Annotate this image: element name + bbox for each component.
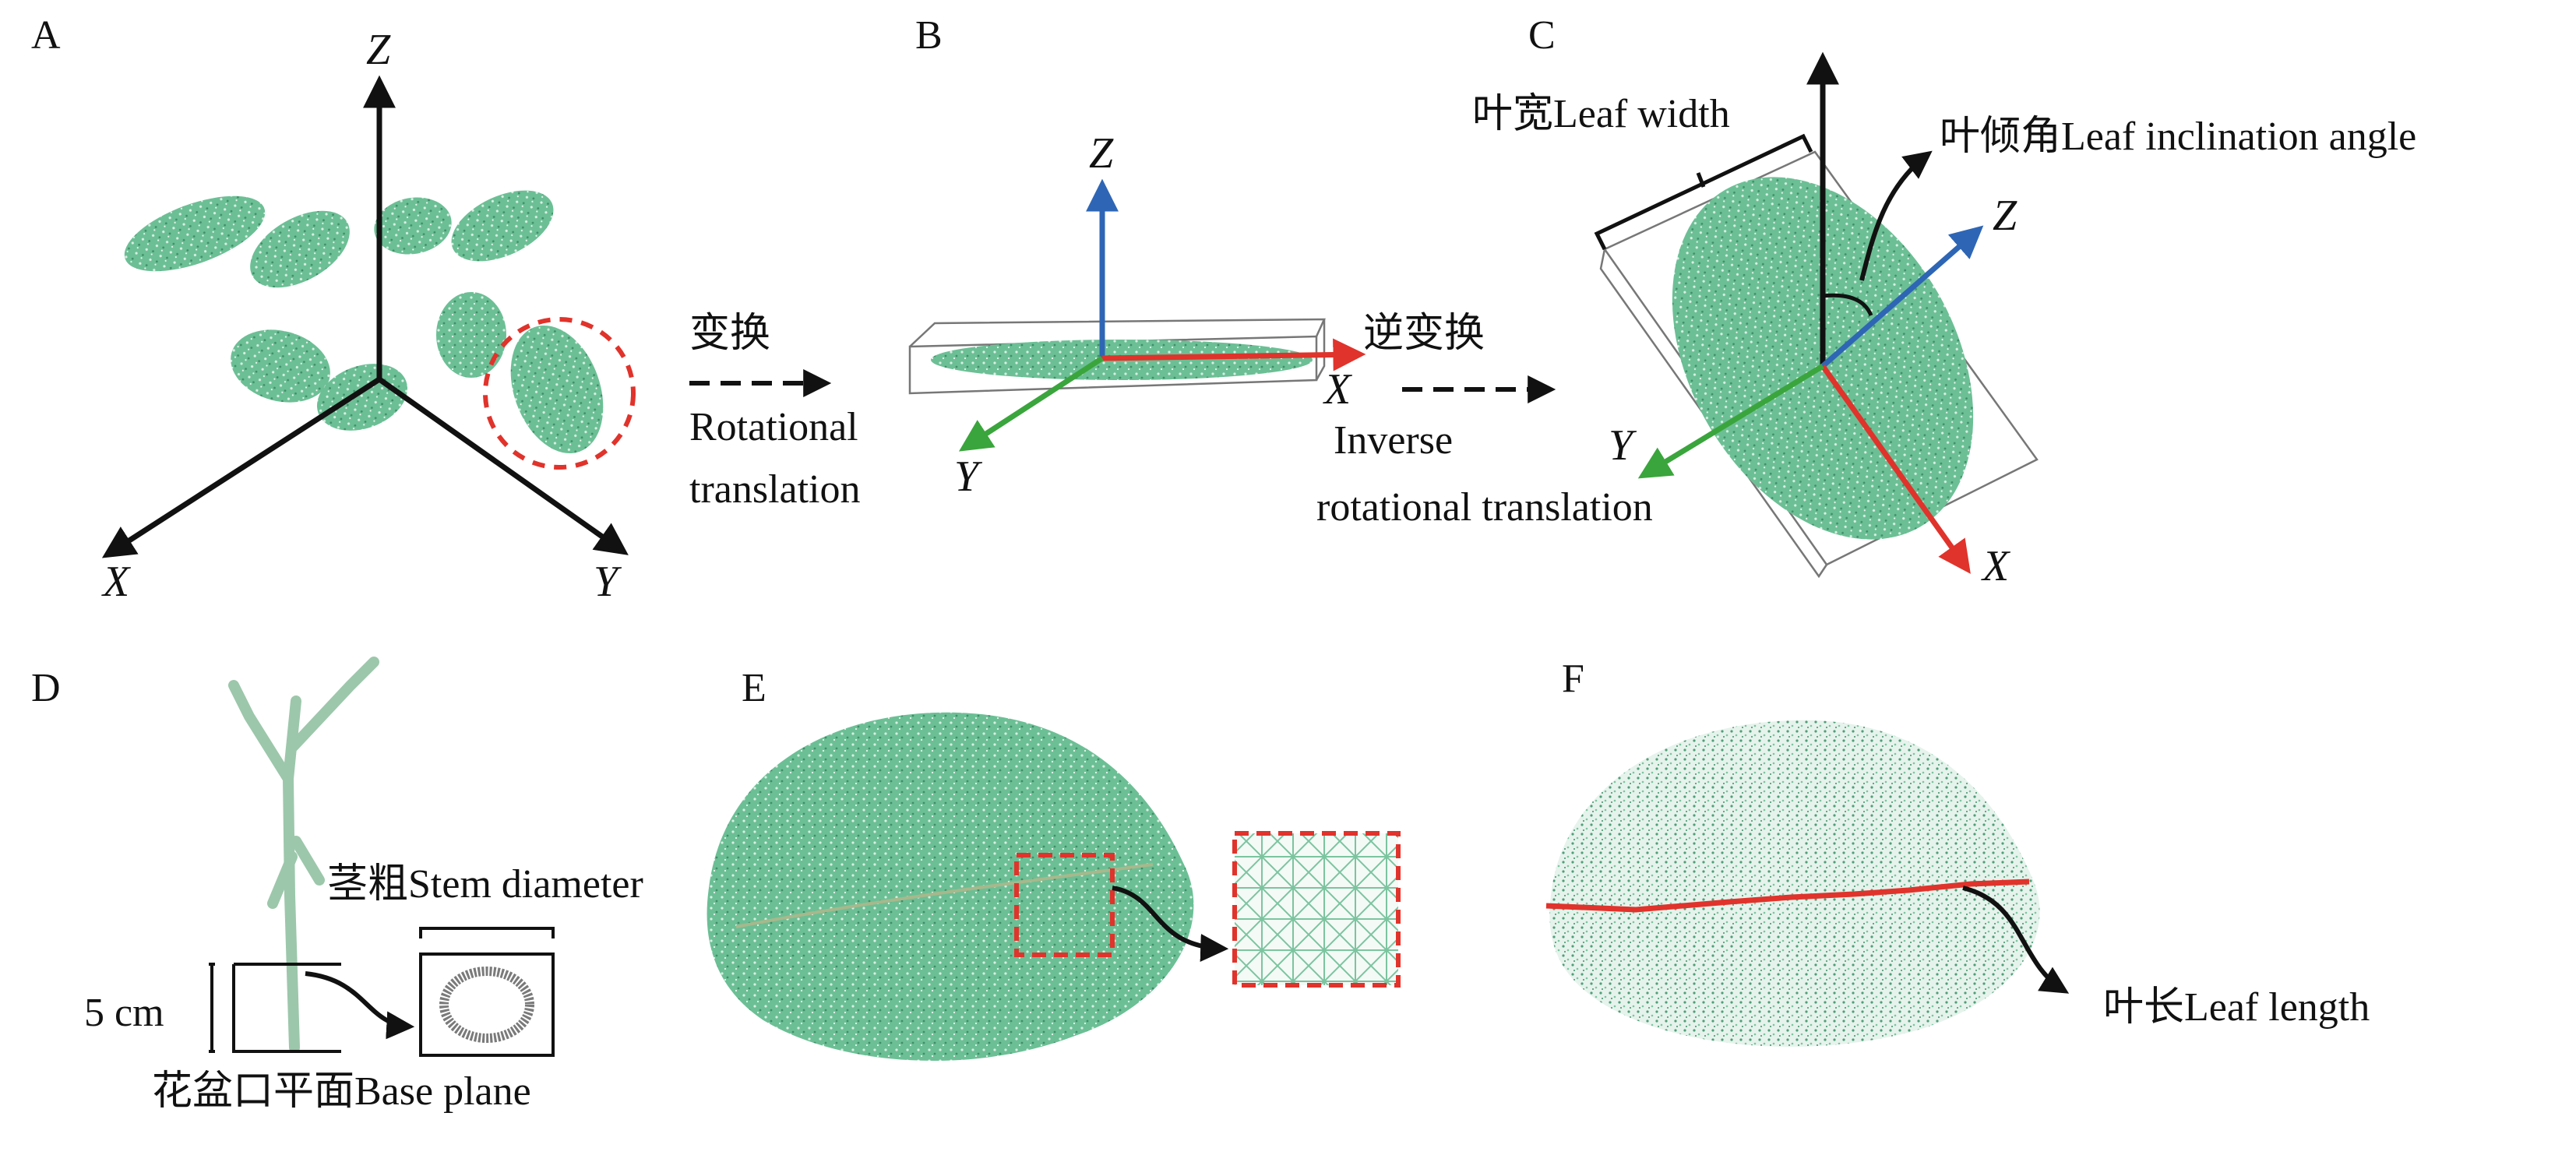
inclination-pointer bbox=[1859, 150, 1933, 281]
leaf-length-pointer bbox=[1962, 886, 2070, 994]
inverse-transform: 逆变换 Inverse rotational translation bbox=[1316, 312, 1653, 530]
leaf bbox=[250, 210, 350, 288]
leaf bbox=[374, 197, 452, 255]
x-axis-label: X bbox=[101, 558, 132, 606]
mesh-selection-box bbox=[1014, 853, 1115, 957]
leaf-length-line bbox=[1545, 879, 2030, 913]
inclination-arc bbox=[1822, 293, 1873, 317]
panel-letter-d: D bbox=[31, 666, 61, 710]
forward-label-cn: 变换 bbox=[689, 312, 770, 356]
panel-letter-b: B bbox=[915, 13, 943, 58]
stem-point-cloud bbox=[228, 657, 379, 1053]
y-axis bbox=[1637, 364, 1824, 479]
selection-circle bbox=[483, 317, 636, 470]
x-axis-label: X bbox=[1981, 542, 2011, 590]
x-axis-label: X bbox=[1323, 365, 1353, 414]
x-axis bbox=[1101, 338, 1366, 372]
x-axis bbox=[101, 377, 381, 558]
mesh-zoom-inset bbox=[1232, 831, 1401, 988]
leaf-inclination-label: 叶倾角Leaf inclination angle bbox=[1940, 114, 2416, 159]
z-axis-label: Z bbox=[1089, 129, 1114, 178]
inverse-label-en-1: Inverse bbox=[1334, 418, 1453, 463]
leaf bbox=[451, 190, 554, 262]
panel-letter-a: A bbox=[31, 13, 61, 58]
panel-f: F 叶长Leaf length bbox=[1545, 657, 2370, 1047]
panel-a: A Z X Y bbox=[31, 13, 636, 606]
plant-point-cloud bbox=[124, 190, 604, 454]
panel-d: D 5 cm 茎粗Stem diameter 花盆口平面Base plane bbox=[31, 657, 643, 1114]
y-axis bbox=[958, 356, 1104, 452]
y-axis-label: Y bbox=[954, 452, 983, 501]
leaf-midrib bbox=[735, 863, 1154, 928]
stem-cross-section bbox=[439, 967, 534, 1043]
forward-label-en-2: translation bbox=[689, 467, 861, 512]
leaf-width-label: 叶宽Leaf width bbox=[1472, 92, 1730, 136]
stem-pointer bbox=[305, 971, 415, 1040]
y-axis bbox=[377, 377, 629, 555]
stem-diameter-label: 茎粗Stem diameter bbox=[327, 862, 643, 907]
base-plane-label: 花盆口平面Base plane bbox=[152, 1069, 531, 1114]
leaf-width-bracket bbox=[1594, 133, 1813, 251]
leaf-point-cloud bbox=[1549, 720, 2040, 1047]
panel-b: B Z X Y bbox=[908, 13, 1366, 501]
inverse-label-cn: 逆变换 bbox=[1363, 312, 1485, 356]
panel-e: E bbox=[707, 666, 1401, 1062]
panel-letter-c: C bbox=[1528, 13, 1556, 58]
leaf-length-label: 叶长Leaf length bbox=[2103, 985, 2370, 1030]
forward-label-en-1: Rotational bbox=[689, 405, 858, 449]
inverse-label-en-2: rotational translation bbox=[1316, 485, 1653, 530]
forward-transform: 变换 Rotational translation bbox=[689, 312, 861, 512]
z-axis bbox=[1820, 225, 1984, 368]
scale-label: 5 cm bbox=[84, 991, 164, 1035]
bounding-box-b bbox=[908, 318, 1326, 395]
stem-diameter-bracket bbox=[419, 927, 555, 938]
leaf bbox=[124, 195, 266, 272]
leaf-mesh bbox=[707, 712, 1194, 1062]
leaf bbox=[231, 329, 330, 403]
zoom-pointer bbox=[1112, 886, 1229, 963]
stem-bracket bbox=[209, 963, 341, 1053]
panel-letter-f: F bbox=[1562, 657, 1584, 701]
z-axis-label: Z bbox=[1993, 192, 2017, 240]
y-axis-label: Y bbox=[594, 558, 622, 606]
z-axis-label: Z bbox=[366, 26, 391, 74]
axes-a bbox=[101, 75, 629, 558]
leaf bbox=[436, 292, 506, 378]
y-axis-label: Y bbox=[1609, 421, 1637, 470]
panel-c: C Z X Y 叶宽Leaf width 叶倾角Leaf inclination… bbox=[1472, 13, 2416, 590]
selected-leaf bbox=[510, 325, 604, 454]
x-axis bbox=[1820, 364, 1971, 574]
panel-letter-e: E bbox=[742, 666, 766, 710]
